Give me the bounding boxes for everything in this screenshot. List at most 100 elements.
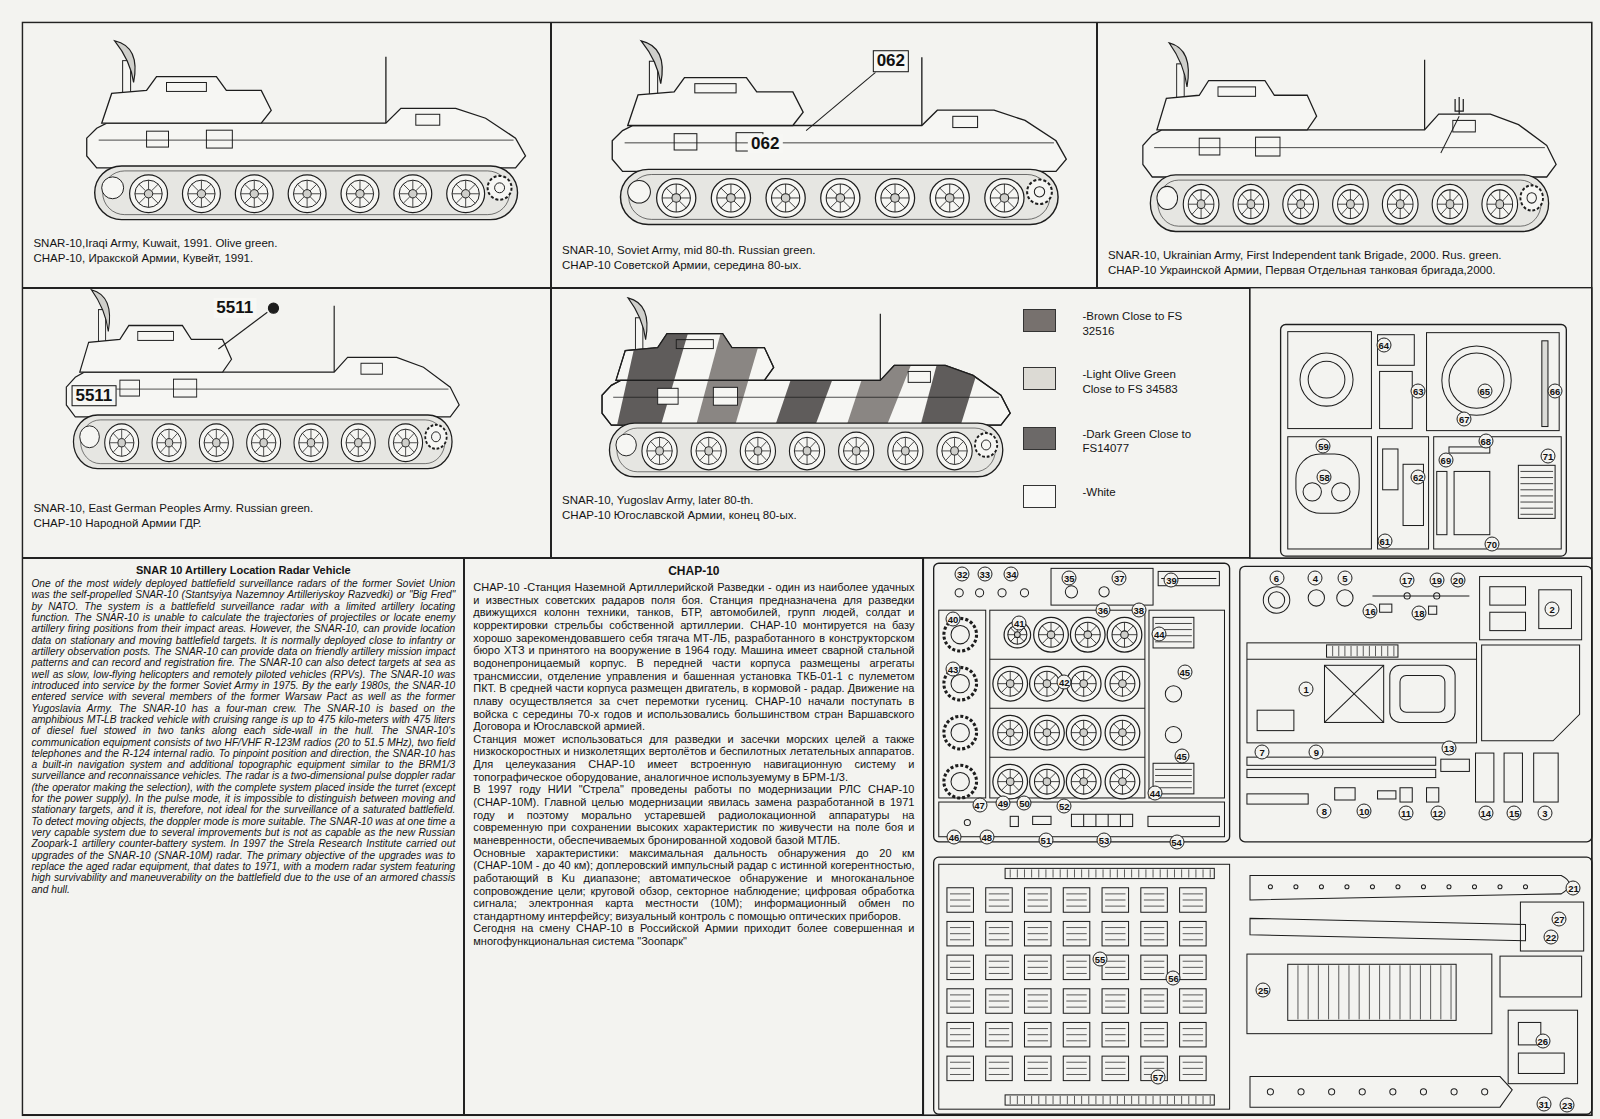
road-wheel — [1071, 769, 1096, 794]
part-outline — [1010, 816, 1018, 826]
radar-turret — [628, 78, 803, 126]
wheel-spoke — [258, 193, 267, 194]
road-wheel — [1071, 671, 1096, 696]
wheel-spoke — [359, 180, 360, 189]
wheel-spoke — [160, 433, 166, 440]
track-link — [989, 1028, 1009, 1029]
wheel-spoke — [1188, 204, 1197, 205]
road-wheel — [299, 429, 323, 456]
part-line — [1131, 1096, 1132, 1104]
wheel-spoke — [700, 454, 706, 461]
track-link — [1183, 961, 1203, 962]
wheel-spoke — [845, 197, 855, 198]
sprocket-part — [944, 765, 977, 798]
part-line — [1138, 1096, 1139, 1104]
wheel-spoke — [994, 188, 1001, 195]
wheel-spoke — [1114, 724, 1120, 730]
body-text: СНАР-10 -Станция Наземной Артиллерийской… — [473, 581, 914, 733]
wheel-spoke — [153, 193, 162, 194]
part-circle — [1442, 346, 1511, 415]
wheel-spoke — [188, 193, 197, 194]
callout-number: 56 — [1166, 970, 1181, 985]
road-wheel — [1034, 617, 1069, 652]
wheel-hub — [1084, 631, 1092, 639]
part-line — [1520, 477, 1553, 478]
wheel-hub — [1121, 631, 1129, 639]
road-wheel — [740, 432, 775, 470]
part-line — [1381, 646, 1382, 656]
wheel-spoke — [1353, 207, 1359, 214]
wheel-spoke — [1125, 686, 1131, 692]
wheel-spoke — [403, 197, 410, 204]
part-outline — [1490, 587, 1526, 605]
part-line — [1131, 869, 1132, 877]
callout-number: 71 — [1540, 449, 1555, 464]
wheel-spoke — [139, 197, 146, 204]
callout-number: 52 — [1057, 799, 1072, 814]
part-line — [1110, 1096, 1111, 1104]
track-link — [1105, 994, 1125, 995]
road-wheel — [1066, 666, 1101, 701]
wheel-hub — [409, 190, 417, 198]
track-link — [1105, 927, 1125, 928]
wheel-spoke — [1453, 207, 1459, 214]
wheel-spoke — [856, 437, 857, 446]
wheel-spoke — [397, 446, 403, 453]
wheel-spoke — [409, 442, 417, 443]
part-line — [1520, 483, 1553, 484]
road-wheel — [105, 424, 139, 462]
track-link — [950, 1034, 970, 1035]
wheel-spoke — [1341, 194, 1347, 201]
wheel-spoke — [946, 441, 952, 448]
wheel-spoke — [905, 455, 906, 464]
track-link — [1105, 967, 1125, 968]
track-link — [1024, 921, 1051, 945]
radar-turret — [1157, 81, 1317, 130]
track-link — [1028, 900, 1048, 901]
track-link — [1105, 1074, 1125, 1075]
wheel-spoke — [416, 184, 423, 191]
part-line — [1038, 1096, 1039, 1104]
wheel-spoke — [1051, 732, 1060, 733]
part-outline — [1520, 902, 1583, 951]
callout-number: 35 — [1062, 570, 1077, 585]
wheel-spoke — [255, 446, 261, 453]
wheel-spoke — [1255, 204, 1264, 205]
part-line — [1210, 869, 1211, 877]
part-line — [1520, 489, 1553, 490]
wheel-spoke — [1441, 207, 1447, 214]
wheel-hub — [197, 190, 205, 198]
track-link — [1105, 1034, 1125, 1035]
wheel-spoke — [310, 447, 311, 456]
part-line — [1363, 646, 1364, 656]
wheel-spoke — [1083, 671, 1084, 680]
wheel-hub — [836, 194, 845, 203]
part-line — [1010, 1096, 1011, 1104]
track-link — [1141, 1022, 1168, 1046]
hatch — [1256, 137, 1280, 156]
road-wheel — [990, 184, 1018, 212]
legend-text: -Brown Close to FS 32516 — [1082, 309, 1200, 339]
road-wheel — [109, 429, 133, 456]
wheel-spoke — [1007, 201, 1014, 208]
wheel-spoke — [1086, 735, 1092, 741]
wheel-spoke — [1114, 784, 1120, 790]
tactical-number: 062 — [873, 50, 909, 72]
callout-number: 11 — [1399, 806, 1414, 821]
callout-number: 57 — [1151, 1069, 1166, 1084]
part-line — [1351, 646, 1352, 656]
wheel-spoke — [940, 188, 947, 195]
wheel-spoke — [1125, 773, 1131, 779]
wheel-spoke — [1242, 194, 1248, 201]
part-line — [1081, 869, 1082, 877]
part-circle — [1370, 885, 1374, 889]
wheel-spoke — [1001, 724, 1007, 730]
callout-number: 5 — [1337, 570, 1352, 585]
part-line — [1203, 869, 1204, 877]
caption-english: SNAR-10, Ukrainian Army, First Independe… — [1108, 248, 1583, 263]
road-wheel — [188, 180, 215, 207]
track-link — [1144, 1028, 1164, 1029]
track-link — [1105, 906, 1125, 907]
